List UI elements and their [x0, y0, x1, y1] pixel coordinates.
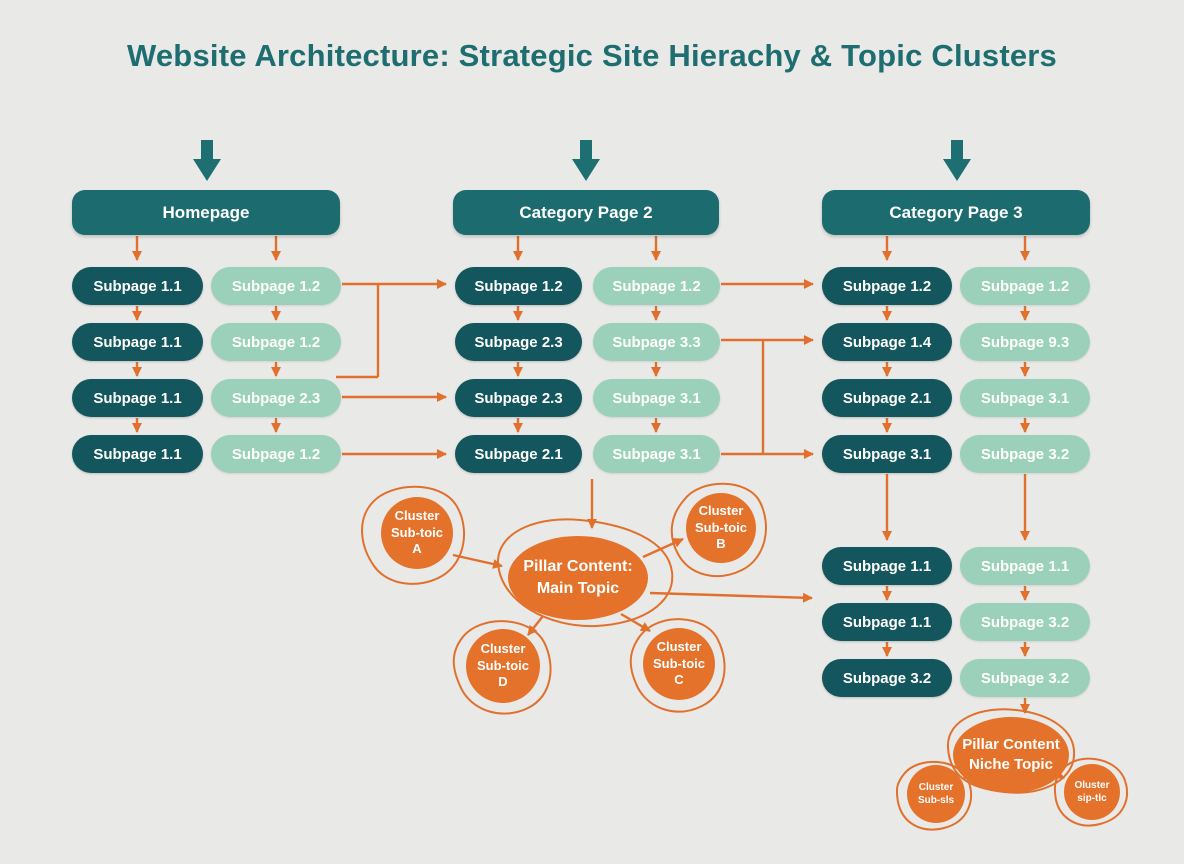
subpage-node: Subpage 3.1 — [960, 379, 1090, 417]
cluster-label: C — [674, 672, 684, 688]
subpage-node: Subpage 1.2 — [593, 267, 720, 305]
subpage-node: Subpage 1.1 — [72, 267, 203, 305]
pillar-content-main-topic: Pillar Content: Main Topic — [508, 536, 648, 620]
cluster-label: Sub-toic — [391, 524, 443, 540]
subpage-node: Subpage 3.2 — [960, 659, 1090, 697]
header-category-page-3: Category Page 3 — [822, 190, 1090, 235]
page-title: Website Architecture: Strategic Site Hie… — [126, 38, 1058, 73]
cluster-blob-outlines — [361, 482, 1128, 831]
subpage-node: Subpage 3.2 — [960, 603, 1090, 641]
subpage-node: Subpage 3.1 — [593, 435, 720, 473]
cluster-node-niche-left: Cluster Sub-sls — [907, 765, 965, 823]
cluster-label: Cluster — [698, 503, 744, 519]
down-arrow-icon — [193, 140, 971, 181]
subpage-node: Subpage 2.1 — [822, 379, 952, 417]
cluster-label: D — [498, 674, 508, 690]
cluster-label: Cluster — [394, 508, 440, 524]
cluster-label: Cluster — [656, 639, 702, 655]
cluster-label: Cluster — [480, 641, 526, 657]
cluster-node-d: Cluster Sub-toic D — [466, 629, 540, 703]
subpage-node: Subpage 1.1 — [822, 547, 952, 585]
subpage-node: Subpage 1.2 — [211, 435, 341, 473]
subpage-node: Subpage 3.2 — [822, 659, 952, 697]
pillar-content-niche-topic: Pillar Content Niche Topic — [953, 717, 1069, 793]
subpage-node: Subpage 1.1 — [72, 379, 203, 417]
subpage-node: Subpage 2.3 — [455, 323, 582, 361]
subpage-node: Subpage 1.1 — [72, 323, 203, 361]
pillar-label: Pillar Content — [962, 735, 1060, 753]
cluster-node-b: Cluster Sub-toic B — [686, 493, 756, 563]
subpage-node: Subpage 2.3 — [211, 379, 341, 417]
cluster-label: Sub-toic — [653, 655, 705, 671]
subpage-node: Subpage 3.3 — [593, 323, 720, 361]
pillar-label: Niche Topic — [969, 756, 1053, 773]
cluster-label: sip-tlc — [1077, 793, 1107, 804]
header-category-page-2: Category Page 2 — [453, 190, 719, 235]
cluster-label: Sub-toic — [477, 657, 529, 673]
cluster-label: Oluster — [1074, 780, 1110, 791]
cluster-label: Cluster — [918, 782, 954, 793]
subpage-node: Subpage 1.1 — [960, 547, 1090, 585]
cluster-node-c: Cluster Sub-toic C — [643, 628, 715, 700]
cluster-node-a: Cluster Sub-toic A — [381, 497, 453, 569]
pillar-label: Main Topic — [536, 580, 620, 597]
subpage-node: Subpage 3.2 — [960, 435, 1090, 473]
cluster-label: Sub-sls — [917, 795, 955, 806]
subpage-node: Subpage 1.2 — [455, 267, 582, 305]
cluster-label: B — [716, 536, 726, 552]
cluster-label: A — [412, 541, 422, 557]
subpage-node: Subpage 1.1 — [822, 603, 952, 641]
header-homepage: Homepage — [72, 190, 340, 235]
cluster-node-niche-right: Oluster sip-tlc — [1064, 764, 1120, 820]
subpage-node: Subpage 9.3 — [960, 323, 1090, 361]
orange-connectors — [132, 236, 1065, 781]
subpage-node: Subpage 1.1 — [72, 435, 203, 473]
subpage-node: Subpage 1.2 — [822, 267, 952, 305]
subpage-node: Subpage 1.2 — [960, 267, 1090, 305]
subpage-node: Subpage 1.4 — [822, 323, 952, 361]
subpage-node: Subpage 1.2 — [211, 323, 341, 361]
cluster-label: Sub-toic — [695, 519, 747, 535]
subpage-node: Subpage 2.1 — [455, 435, 582, 473]
subpage-node: Subpage 3.1 — [822, 435, 952, 473]
subpage-node: Subpage 3.1 — [593, 379, 720, 417]
subpage-node: Subpage 2.3 — [455, 379, 582, 417]
subpage-node: Subpage 1.2 — [211, 267, 341, 305]
pillar-label: Pillar Content: — [523, 558, 633, 576]
